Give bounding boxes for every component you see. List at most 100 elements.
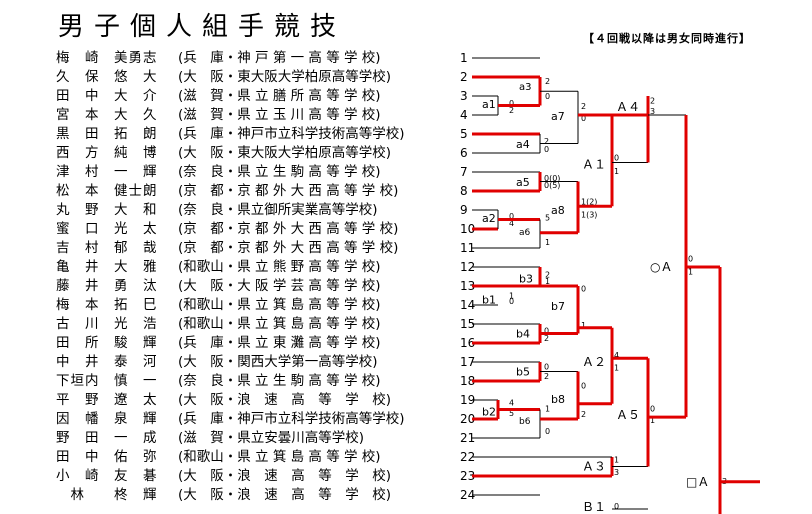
match-label: a3 <box>519 82 532 93</box>
player-row: 田 所 駿 輝(兵 庫・県 立 東 灘 高 等 学 校)16 <box>56 335 476 351</box>
draw-number: 8 <box>460 184 468 198</box>
score-label: 1(3) <box>581 211 597 220</box>
score-label: 4 <box>509 399 514 408</box>
player-affiliation: (滋 賀・県 立 玉 川 高 等 学 校) <box>178 107 381 123</box>
player-affiliation: (大 阪・大 阪 学 芸 高 等 学 校) <box>178 278 381 294</box>
draw-number: 24 <box>460 488 476 502</box>
score-label: 0 <box>544 363 549 372</box>
player-affiliation: (兵 庫・神 戸 第 一 高 等 学 校) <box>178 50 381 66</box>
score-label: 0 <box>614 154 619 163</box>
player-name: 西 方 純 博 <box>56 145 158 161</box>
player-row: 丸 野 大 和(奈 良・県立御所実業高等学校)9 <box>56 202 476 218</box>
player-affiliation: (滋 賀・県 立 膳 所 高 等 学 校) <box>178 88 381 104</box>
draw-number: 3 <box>460 89 468 103</box>
match-label: a4 <box>516 138 530 151</box>
player-name: 松 本 健士朗 <box>56 183 158 199</box>
player-affiliation: (兵 庫・神戸市立科学技術高等学校) <box>178 126 405 142</box>
score-label: 0 <box>581 285 586 294</box>
draw-number: 22 <box>460 450 476 464</box>
match-label: Ａ３ <box>582 460 606 474</box>
score-label: 2 <box>544 137 549 146</box>
player-affiliation: (京 都・京 都 外 大 西 高 等 学 校) <box>178 183 399 199</box>
player-affiliation: (滋 賀・県立安曇川高等学校) <box>178 430 365 446</box>
player-row: 林 柊 輝 (大 阪・浪 速 高 等 学 校) 24 <box>56 487 476 503</box>
match-label: b4 <box>516 328 530 341</box>
player-row: 黒 田 拓 朗(兵 庫・神戸市立科学技術高等学校)5 <box>56 126 476 142</box>
player-name: 因 幡 泉 輝 <box>56 411 158 427</box>
draw-number: 16 <box>460 336 476 350</box>
player-affiliation: (大 阪・東大阪大学柏原高等学校) <box>178 145 392 161</box>
score-label: 0 <box>688 254 693 263</box>
page-title: 男子個人組手競技 <box>58 12 347 42</box>
match-label: a7 <box>551 110 565 123</box>
player-row: 田 中 佑 弥(和歌山・県 立 箕 島 高 等 学 校)22 <box>56 449 476 465</box>
score-label: 3 <box>614 468 619 477</box>
score-label: 3 <box>650 107 655 116</box>
player-affiliation: (大 阪・浪 速 高 等 学 校) <box>178 392 392 408</box>
player-name: 中 井 泰 河 <box>56 354 158 370</box>
player-name: 吉 村 郁 哉 <box>56 240 158 256</box>
draw-number: 1 <box>460 51 468 65</box>
draw-number: 4 <box>460 108 468 122</box>
player-name: 蜜 口 光 太 <box>56 221 158 237</box>
score-label: 0(0) <box>544 174 560 183</box>
player-row: 蜜 口 光 太(京 都・京 都 外 大 西 高 等 学 校)10 <box>56 221 476 237</box>
score-label: 5 <box>545 214 550 223</box>
player-row: 平 野 遼 太 (大 阪・浪 速 高 等 学 校) 19 <box>56 392 476 408</box>
player-row: 梅 崎 美勇志 (兵 庫・神 戸 第 一 高 等 学 校) 1 <box>56 50 476 66</box>
draw-number: 5 <box>460 127 468 141</box>
player-name: 林 柊 輝 <box>56 487 158 503</box>
score-label: 2 <box>544 334 549 343</box>
player-affiliation: (大 阪・浪 速 高 等 学 校) <box>178 487 392 503</box>
player-row: 松 本 健士朗 (京 都・京 都 外 大 西 高 等 学 校) 8 <box>56 183 476 199</box>
player-row: 田 中 大 介(滋 賀・県 立 膳 所 高 等 学 校)3 <box>56 88 476 104</box>
score-label: 0 <box>544 145 549 154</box>
draw-number: 14 <box>460 298 476 312</box>
score-label: 4 <box>614 351 619 360</box>
player-affiliation: (和歌山・県 立 箕 島 高 等 学 校) <box>178 297 381 313</box>
score-label: 0 <box>544 327 549 336</box>
draw-number: 13 <box>460 279 476 293</box>
score-label: 0 <box>509 212 514 221</box>
player-row: 宮 本 大 久 (滋 賀・県 立 玉 川 高 等 学 校) 4 <box>56 107 476 123</box>
player-name: 古 川 光 浩 <box>56 316 158 332</box>
player-row: 古 川 光 浩(和歌山・県 立 箕 島 高 等 学 校)15 <box>56 316 476 332</box>
score-label: 2 <box>581 410 586 419</box>
draw-number: 19 <box>460 393 476 407</box>
score-label: 0 <box>650 404 655 413</box>
draw-number: 15 <box>460 317 476 331</box>
player-row: 吉 村 郁 哉(京 都・京 都 外 大 西 高 等 学 校)11 <box>56 240 476 256</box>
score-label: 2 <box>509 106 514 115</box>
player-row: 小 崎 友 碁(大 阪・浪 速 高 等 学 校)23 <box>56 468 476 484</box>
player-affiliation: (和歌山・県 立 熊 野 高 等 学 校) <box>178 259 381 275</box>
match-label: b5 <box>516 366 530 379</box>
score-label: 1 <box>509 292 514 301</box>
schedule-note: 【４回戦以降は男女同時進行】 <box>583 32 751 45</box>
player-affiliation: (大 阪・東大阪大学柏原高等学校) <box>178 69 392 85</box>
score-label: 1 <box>688 268 693 277</box>
player-row: 藤 井 勇 汰(大 阪・大 阪 学 芸 高 等 学 校)13 <box>56 278 476 294</box>
draw-number: 23 <box>460 469 476 483</box>
player-name: 梅 本 拓 巳 <box>56 297 158 313</box>
score-label: 0 <box>545 427 550 436</box>
score-label: 2 <box>545 77 550 86</box>
player-name: 田 中 佑 弥 <box>56 449 158 465</box>
player-row: 下垣内 慎 一(奈 良・県 立 生 駒 高 等 学 校)18 <box>56 373 476 389</box>
score-label: 1 <box>545 404 550 413</box>
player-row: 中 井 泰 河(大 阪・関西大学第一高等学校)17 <box>56 354 476 370</box>
match-label: b7 <box>551 300 565 313</box>
score-label: 0 <box>614 502 619 511</box>
match-label: b6 <box>519 417 531 427</box>
player-name: 梅 崎 美勇志 <box>56 50 158 66</box>
player-name: 丸 野 大 和 <box>56 202 158 218</box>
player-name: 平 野 遼 太 <box>56 392 158 408</box>
player-name: 宮 本 大 久 <box>56 107 158 123</box>
player-name: 田 所 駿 輝 <box>56 335 158 351</box>
score-label: 0(5) <box>544 181 560 190</box>
player-name: 下垣内 慎 一 <box>56 373 158 389</box>
draw-number: 17 <box>460 355 476 369</box>
score-label: 1 <box>545 277 550 286</box>
match-label: b8 <box>551 393 565 406</box>
score-label: 0 <box>581 114 586 123</box>
